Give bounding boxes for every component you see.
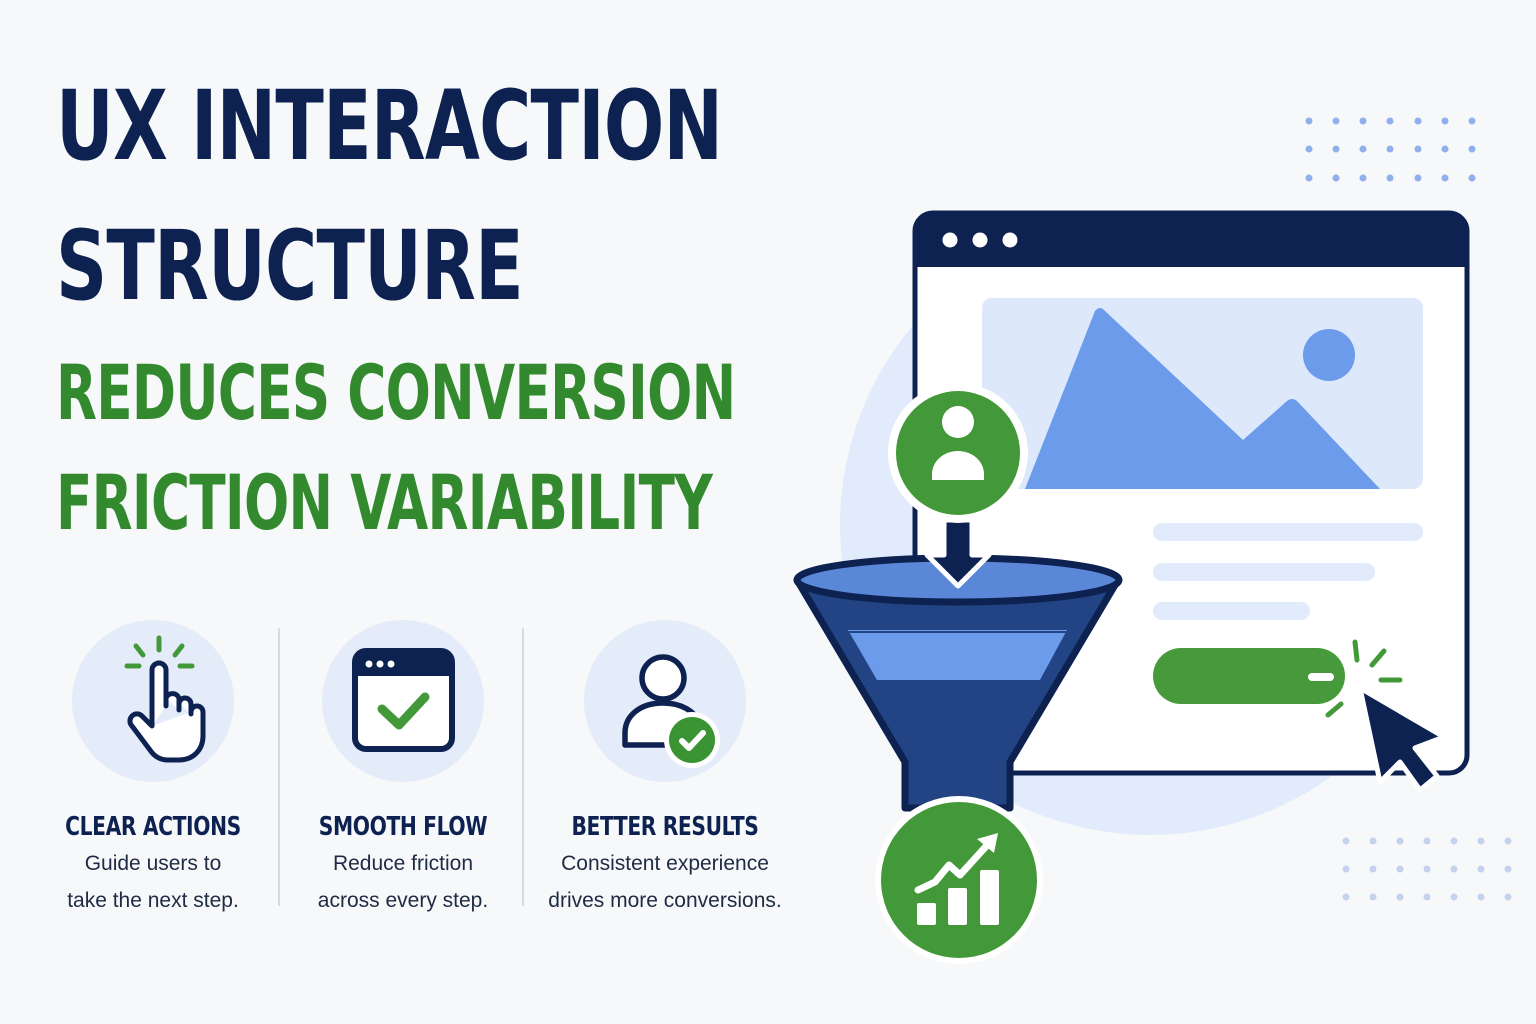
- cta-button: [1153, 648, 1345, 704]
- feature-title: SMOOTH FLOW: [318, 812, 488, 842]
- subheadline-line-2: FRICTION VARIABILITY: [56, 458, 713, 547]
- feature-smooth-flow: SMOOTH FLOW Reduce friction across every…: [283, 620, 523, 916]
- user-icon: [942, 406, 974, 438]
- feature-title: CLEAR ACTIONS: [65, 812, 241, 842]
- user-input-circle: [888, 383, 1028, 523]
- browser-check-icon: [352, 648, 455, 752]
- arrow-down-icon: [924, 517, 992, 589]
- feature-description-line: across every step.: [317, 889, 489, 912]
- text-line-placeholder: [1153, 602, 1310, 620]
- feature-description-line: Guide users to: [84, 852, 222, 875]
- user-check-icon: [622, 654, 720, 768]
- feature-description-line: drives more conversions.: [548, 889, 782, 912]
- sun-icon: [1303, 329, 1355, 381]
- feature-description-line: take the next step.: [67, 889, 239, 912]
- feature-icon-circle: [584, 620, 746, 782]
- dot-grid-bottom: [1342, 837, 1512, 901]
- pointing-hand-click-icon: [124, 635, 206, 763]
- mountain-icon: [1025, 308, 1380, 489]
- mouse-pointer-icon: [1357, 685, 1447, 793]
- growth-output-circle: [875, 796, 1043, 964]
- subheadline-line-1: REDUCES CONVERSION: [56, 348, 736, 437]
- feature-icon-circle: [72, 620, 234, 782]
- divider: [278, 628, 280, 906]
- growth-chart-icon: [917, 870, 999, 925]
- feature-clear-actions: CLEAR ACTIONS Guide users to take the ne…: [33, 620, 273, 916]
- text-line-placeholder: [1153, 523, 1423, 541]
- click-burst-icon: [1325, 639, 1403, 718]
- divider: [522, 628, 524, 906]
- headline-line-2: STRUCTURE: [56, 210, 524, 322]
- feature-title: BETTER RESULTS: [571, 812, 759, 842]
- dot-grid-top: [1305, 117, 1476, 182]
- feature-better-results: BETTER RESULTS Consistent experience dri…: [545, 620, 785, 916]
- text-line-placeholder: [1153, 563, 1375, 581]
- headline-line-1: UX INTERACTION: [56, 70, 723, 182]
- feature-description-line: Reduce friction: [332, 852, 474, 875]
- feature-description-line: Consistent experience: [561, 852, 769, 875]
- feature-icon-circle: [322, 620, 484, 782]
